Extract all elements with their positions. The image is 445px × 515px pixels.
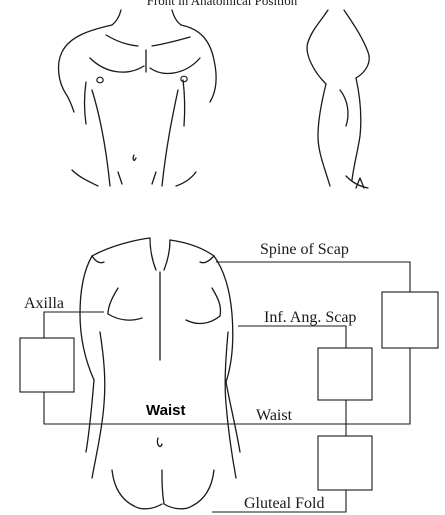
inf-ang-scap-label: Inf. Ang. Scap xyxy=(264,309,356,326)
gluteal-fold-leader xyxy=(212,490,347,513)
axilla-measurement-box[interactable] xyxy=(19,337,75,393)
gluteal-fold-label: Gluteal Fold xyxy=(244,495,324,512)
measurement-boxes xyxy=(19,291,439,491)
cut-off-header-title: Front in Anatomical Position xyxy=(147,0,298,8)
back-torso-figure xyxy=(79,237,241,510)
waist-label: Waist xyxy=(256,407,293,424)
left-nipple xyxy=(96,76,104,84)
spine-of-scap-label: Spine of Scap xyxy=(260,241,349,258)
right-nipple xyxy=(180,75,188,83)
spine-of-scap-leader xyxy=(216,261,411,292)
front-torso-figure xyxy=(57,9,217,187)
waist-bold-label: Waist xyxy=(146,402,185,419)
inf-ang-scap-measurement-box[interactable] xyxy=(317,347,373,401)
inf-ang-scap-leader xyxy=(238,325,347,348)
spine-of-scap-measurement-box[interactable] xyxy=(381,291,439,349)
leader-lines xyxy=(43,261,411,513)
axilla-label: Axilla xyxy=(24,295,64,312)
axilla-leader xyxy=(43,311,104,338)
side-torso-figure xyxy=(306,9,370,189)
waist-leader xyxy=(43,348,411,425)
gluteal-fold-measurement-box[interactable] xyxy=(317,435,373,491)
